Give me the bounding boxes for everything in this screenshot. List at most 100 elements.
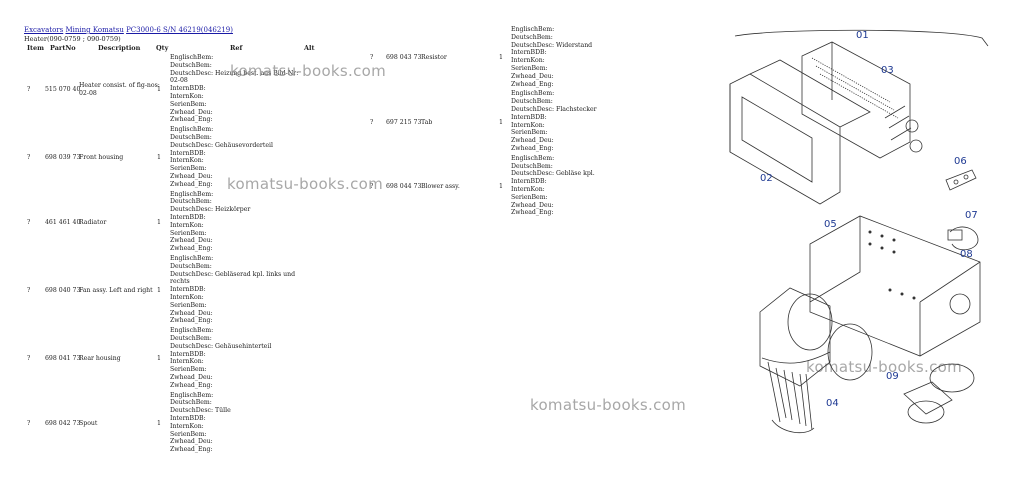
row-note: SerienBem: [511,65,548,72]
row-item: ? [27,86,31,94]
row-note: InternKon: [170,422,204,430]
row-item: ? [27,355,31,363]
row-note: InternKon: [170,221,204,229]
col-header-item: Item [27,44,45,52]
row-note: Zwhead_Deu: [170,237,213,245]
callout-09: 09 [886,371,899,382]
col-header-partno: PartNo [50,44,76,52]
row-description: Rear housing [79,355,121,363]
row-note: Zwhead_Eng: [511,145,554,152]
callout-01: 01 [856,30,869,41]
row-note: SerienBem: [170,430,207,438]
row-partno: 698 039 73 [45,154,81,162]
col-header-qty: Qty [156,44,169,52]
row-note: DeutschBem: [170,262,212,270]
page-subtitle: Heater(090-0759 ; 090-0759) [24,35,121,43]
callout-08: 08 [960,249,973,260]
breadcrumb-link-model[interactable]: PC3000-6 S/N 46219(046219) [126,26,233,34]
row-description: 02-08 [79,90,97,97]
row-note: DeutschDesc: Gebläse kpl. [511,170,595,178]
row-item: ? [370,118,374,126]
row-note: SerienBem: [170,229,207,237]
row-note: InternKon: [170,358,204,366]
row-note: Zwhead_Deu: [170,173,213,180]
row-note: Zwhead_Eng: [170,317,213,325]
row-note: InternBDB: [511,49,547,57]
row-note: Zwhead_Deu: [511,72,554,80]
breadcrumb-link-mining-komatsu[interactable]: Mining Komatsu [65,26,124,34]
watermark: komatsu-books.com [806,358,963,376]
row-note: DeutschDesc: Gebläserad kpl. links und [170,270,296,278]
row-note: DeutschDesc: Gehäusehinterteil [170,342,272,350]
row-note: Zwhead_Eng: [170,180,213,188]
row-qty: 1 [157,419,161,427]
row-note: Zwhead_Eng: [511,80,554,88]
row-note: Zwhead_Deu: [170,309,213,317]
row-note: InternKon: [170,294,204,301]
row-partno: 515 070 40 [45,86,81,94]
callout-02: 02 [760,173,773,184]
row-item: ? [370,183,374,190]
row-note: SerienBem: [170,165,207,173]
row-note: EnglischBem: [170,391,214,399]
row-note: DeutschBem: [170,198,212,206]
row-note: DeutschDesc: Tülle [170,407,231,415]
row-qty: 1 [157,154,161,162]
row-partno: 698 044 73 [386,183,422,190]
row-note: DeutschDesc: Heizkörper [170,206,251,214]
row-note: SerienBem: [170,100,207,108]
row-note: EnglischBem: [511,154,555,162]
row-note: Zwhead_Deu: [511,137,554,145]
row-note: Zwhead_Eng: [170,245,213,253]
row-note: SerienBem: [170,366,207,374]
row-note: DeutschBem: [511,162,553,170]
row-qty: 1 [499,118,503,126]
row-item: ? [370,54,374,62]
row-qty: 1 [157,355,161,363]
row-note: DeutschDesc: Widerstand [511,41,593,49]
row-partno: 697 215 73 [386,118,422,126]
row-note: InternKon: [170,93,204,100]
col-header-ref: Ref [230,44,243,52]
row-note: InternBDB: [170,85,206,93]
row-note: DeutschDesc: Heizung best. aus Bild-Nr: [170,69,299,77]
row-note: InternKon: [170,157,204,165]
row-note: EnglischBem: [511,90,555,98]
row-note: InternKon: [511,121,545,129]
row-note: DeutschBem: [170,335,212,342]
row-description: Front housing [79,154,124,162]
row-partno: 698 040 73 [45,287,81,295]
row-partno: 698 042 73 [45,419,81,427]
row-description: Radiator [79,218,107,226]
row-partno: 698 043 73 [386,54,422,62]
watermark: komatsu-books.com [227,175,384,193]
row-note: DeutschBem: [170,61,212,69]
row-note: InternBDB: [170,415,206,422]
row-note: Zwhead_Eng: [170,446,213,454]
row-note: InternBDB: [170,149,206,157]
row-qty: 1 [157,218,161,226]
callout-06: 06 [954,156,967,167]
row-item: ? [27,419,31,427]
row-note: 02-08 [170,77,188,85]
row-note: InternBDB: [170,350,206,358]
exploded-parts-diagram [729,29,989,434]
row-note: DeutschBem: [511,98,553,106]
row-note: Zwhead_Eng: [511,209,554,217]
row-partno: 461 461 40 [45,218,81,226]
col-header-alt: Alt [304,44,315,52]
callout-05: 05 [824,219,837,230]
row-qty: 1 [157,86,161,94]
row-note: InternKon: [511,57,545,65]
watermark: komatsu-books.com [230,62,387,80]
row-item: ? [27,218,31,226]
row-description: Heater consist. of fig-nos: [79,82,160,90]
row-note: InternBDB: [511,178,547,186]
row-item: ? [27,154,31,162]
row-description: Resistor [421,54,447,62]
watermark: komatsu-books.com [530,396,687,414]
row-note: Zwhead_Deu: [511,201,554,209]
row-note: EnglischBem: [511,26,555,33]
row-note: InternBDB: [170,286,206,294]
breadcrumb-link-excavators[interactable]: Excavators [24,26,64,34]
